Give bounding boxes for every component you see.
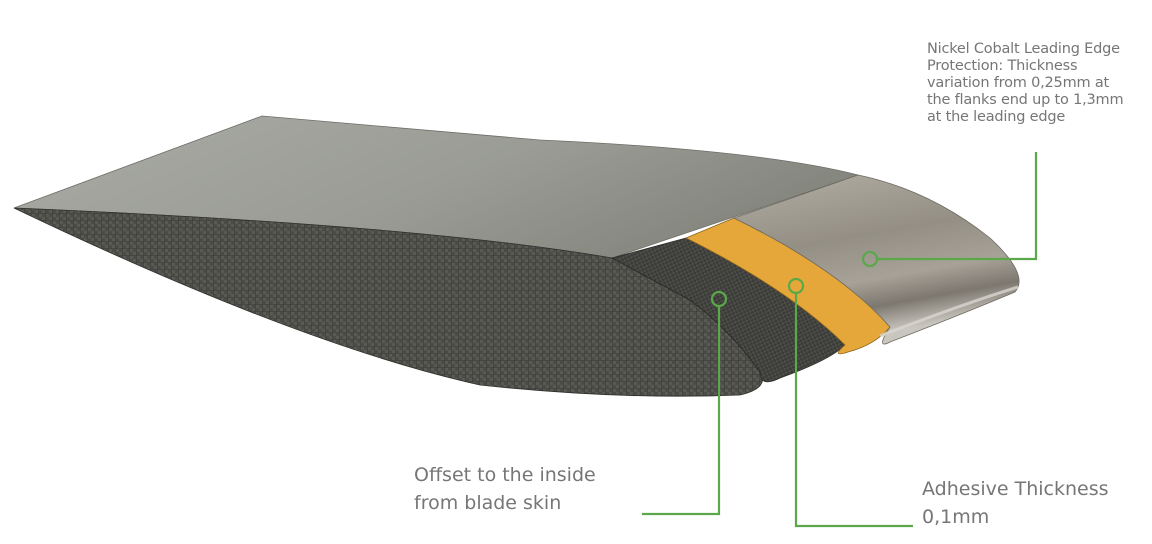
label-adhesive: Adhesive Thickness 0,1mm xyxy=(922,478,1109,528)
label-offset: Offset to the inside from blade skin xyxy=(414,464,596,514)
carbon-cross-section xyxy=(13,207,763,397)
callout-line-offset xyxy=(642,306,721,516)
callout-line-adhesive xyxy=(794,293,913,528)
label-nickel-cobalt: Nickel Cobalt Leading Edge Protection: T… xyxy=(927,41,1124,125)
metal-highlight xyxy=(879,285,1019,338)
callout-line-nickel-cobalt xyxy=(877,152,1038,261)
